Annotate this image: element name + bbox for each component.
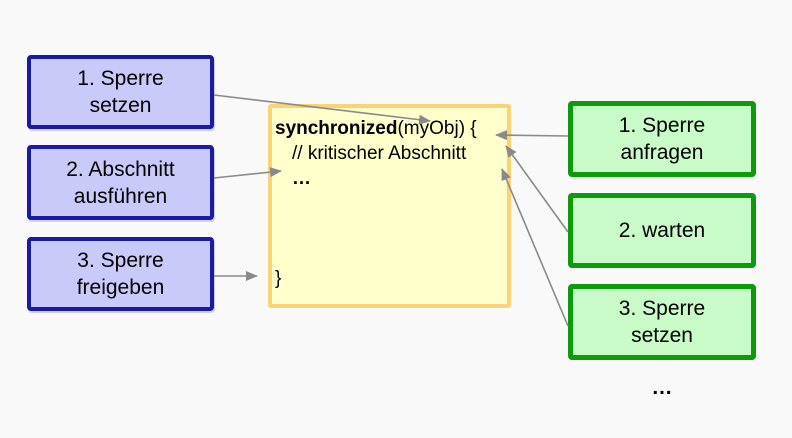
- arrow-right-step3-to-code: [501, 168, 569, 327]
- arrow-right-step2-to-code: [505, 145, 569, 233]
- right-step-1-line1: 1. Sperre: [618, 114, 706, 137]
- code-line-ellipsis: …: [292, 168, 311, 189]
- right-step-box-1: 1. Sperre anfragen: [568, 101, 756, 177]
- left-step-3-line1: 3. Sperre: [77, 249, 164, 272]
- left-step-2-line1: 2. Abschnitt: [66, 157, 175, 181]
- code-line-comment: // kritischer Abschnitt: [292, 143, 467, 164]
- code-line-closing-brace: }: [275, 268, 282, 289]
- right-step-2-line1: 2. warten: [618, 219, 706, 242]
- code-blank-space: [275, 191, 507, 266]
- code-line-signature: synchronized(myObj) {: [275, 116, 507, 141]
- ellipsis-below-right-steps: …: [651, 376, 673, 399]
- code-block: synchronized(myObj) { // kritischer Absc…: [268, 104, 511, 308]
- left-step-box-3: 3. Sperre freigeben: [27, 237, 214, 311]
- left-step-1-line2: setzen: [89, 94, 152, 117]
- left-step-2-line2: ausführen: [73, 184, 168, 208]
- left-step-3-line2: freigeben: [76, 276, 165, 299]
- right-step-1-line2: anfragen: [620, 141, 704, 164]
- right-step-box-3: 3. Sperre setzen: [568, 284, 756, 360]
- right-step-box-2: 2. warten: [568, 193, 756, 268]
- left-step-box-1: 1. Sperre setzen: [27, 55, 214, 129]
- left-step-1-line1: 1. Sperre: [77, 67, 164, 90]
- right-step-3-line2: setzen: [631, 324, 693, 347]
- code-keyword: synchronized: [275, 118, 398, 139]
- right-step-3-line1: 3. Sperre: [618, 297, 706, 320]
- code-signature-rest: (myObj) {: [397, 118, 477, 139]
- left-step-box-2: 2. Abschnitt ausführen: [27, 145, 214, 220]
